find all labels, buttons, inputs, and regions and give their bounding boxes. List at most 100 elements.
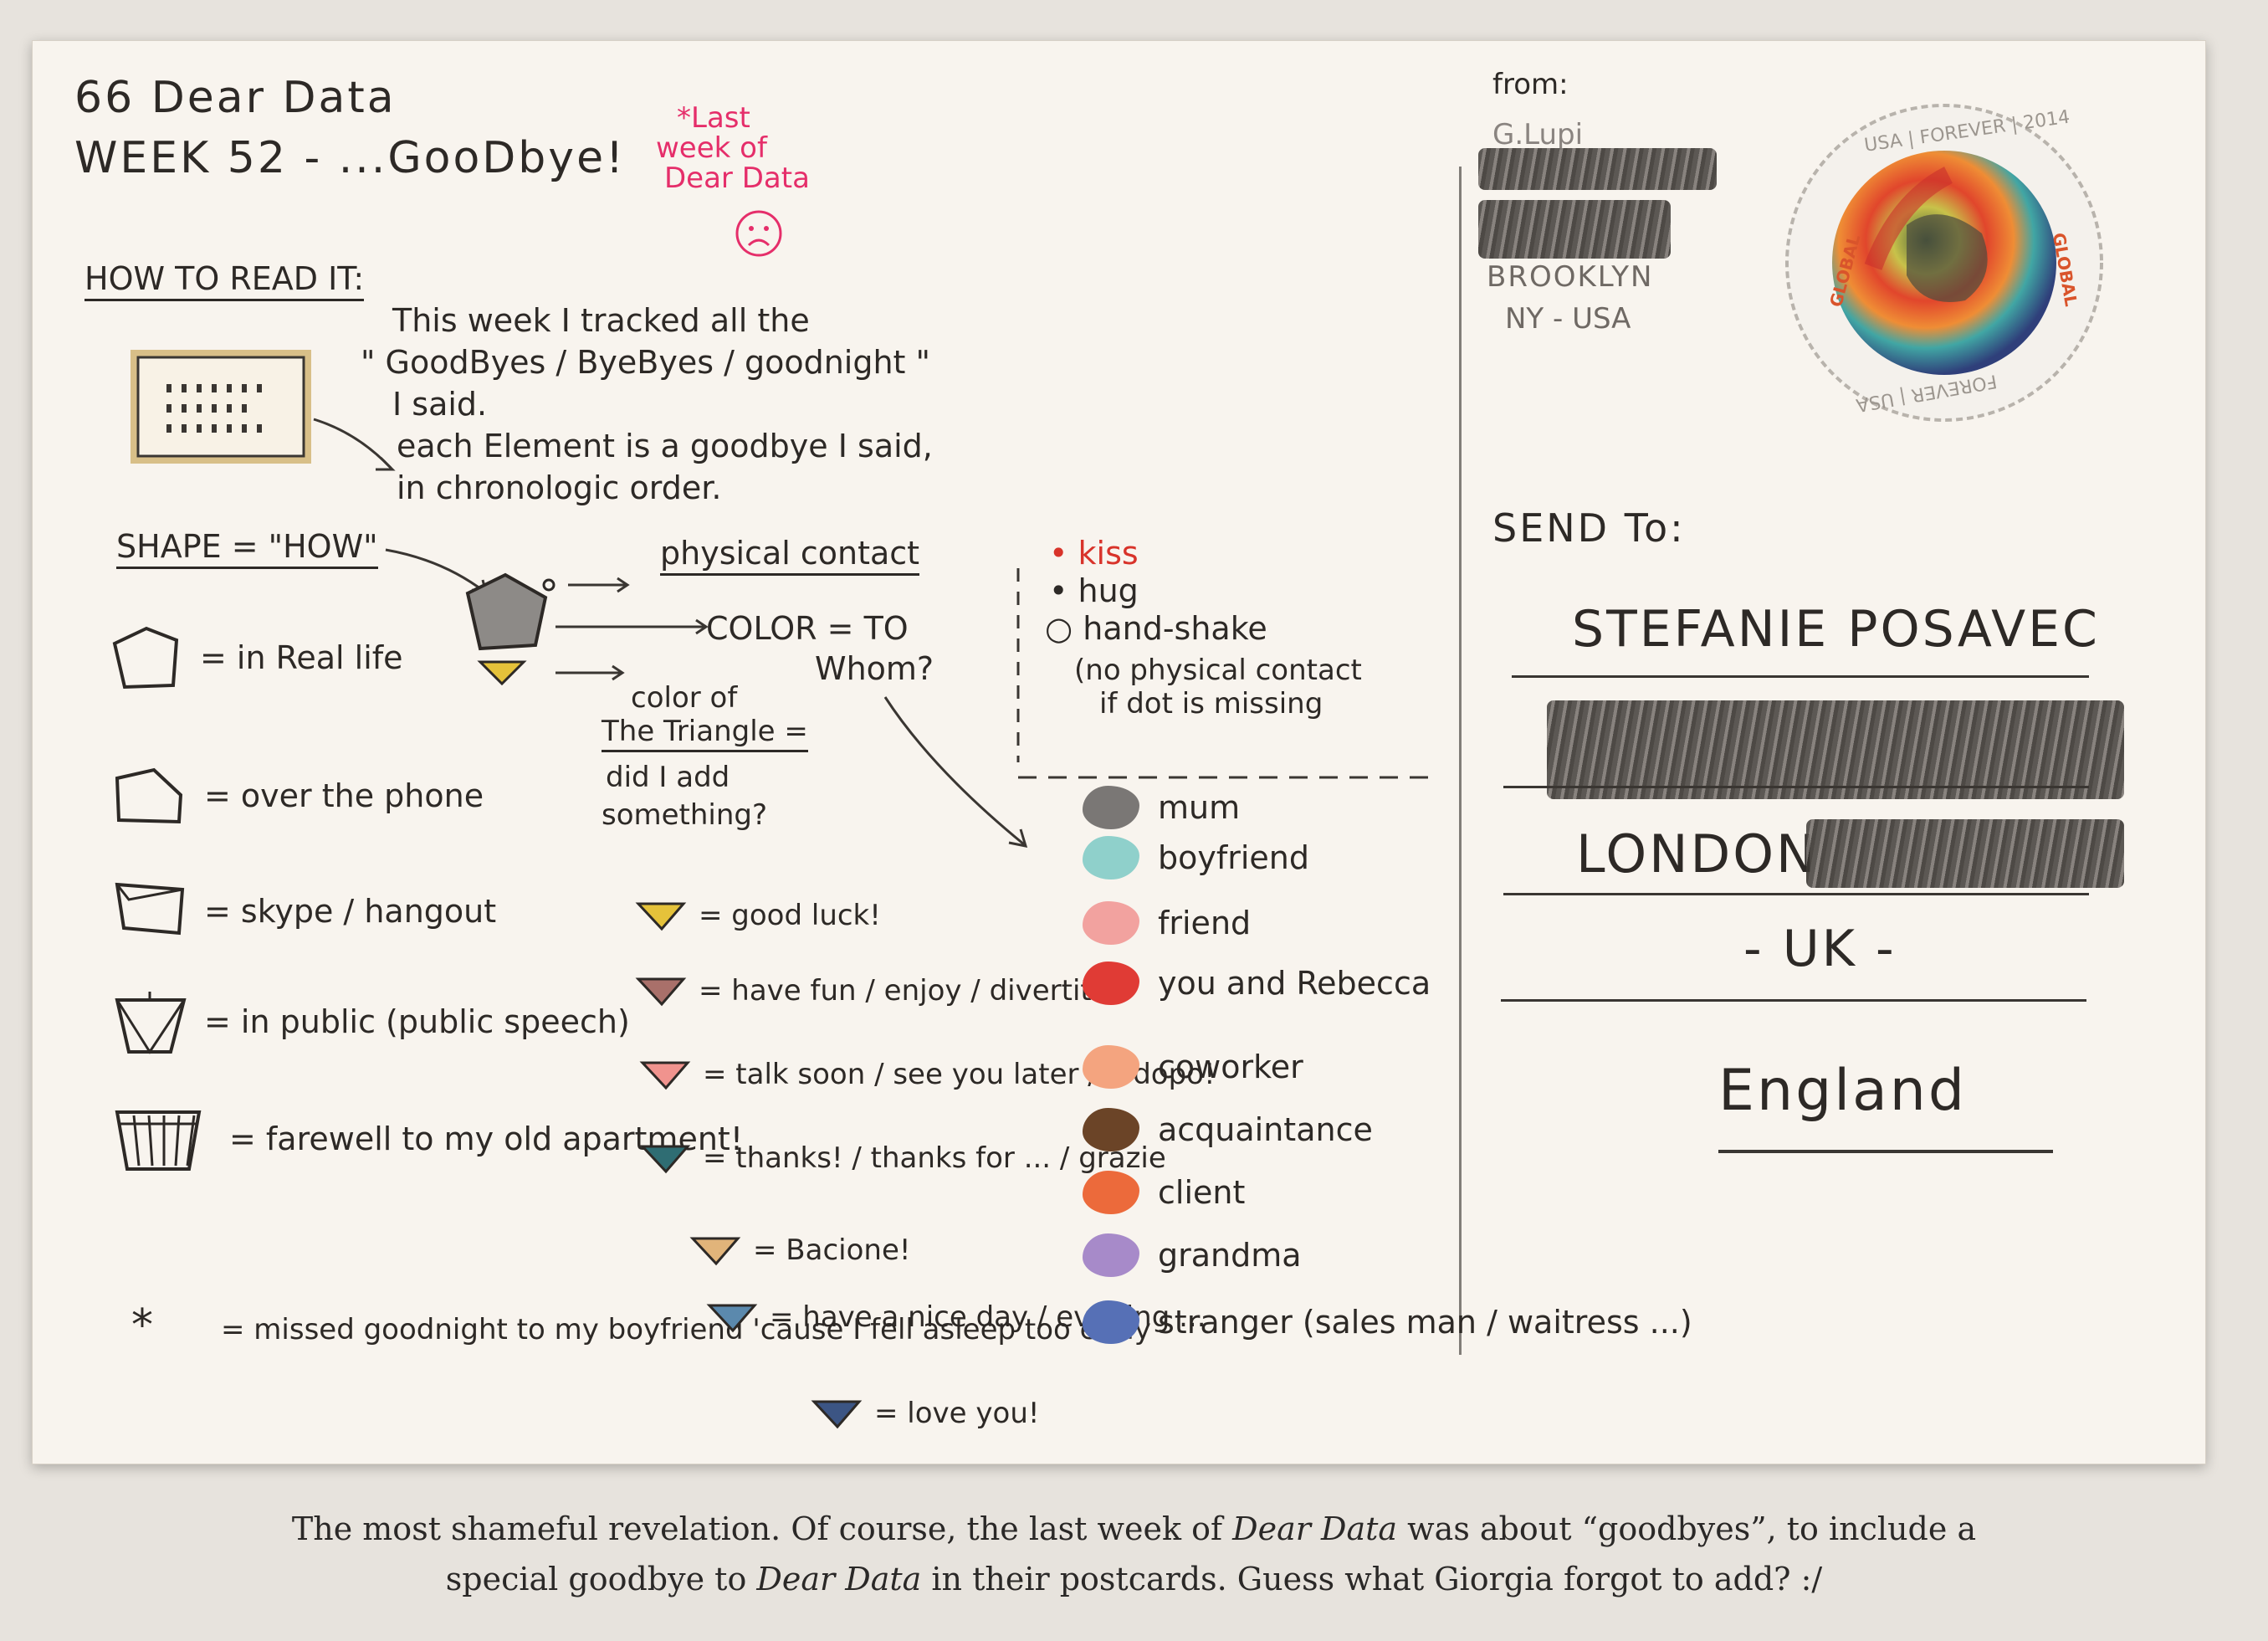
color-arrow-icon bbox=[883, 696, 1028, 848]
skype-shape-icon bbox=[115, 882, 185, 936]
triangle-swatch-icon bbox=[639, 1145, 691, 1174]
from-name: G.Lupi bbox=[1492, 118, 1584, 151]
triangle-legend-label: = have a nice day / evening ... bbox=[770, 1300, 1206, 1334]
caption-text-2c: in their postcards. Guess what Giorgia f… bbox=[921, 1561, 1823, 1597]
address-line-2 bbox=[1503, 786, 2089, 788]
caption-italic-1: Dear Data bbox=[1232, 1510, 1398, 1547]
address-line-3 bbox=[1503, 893, 2089, 895]
color-legend-label: acquaintance bbox=[1158, 1111, 1373, 1148]
sample-element-icon bbox=[465, 572, 555, 686]
missing-note-line-1: (no physical contact bbox=[1074, 654, 1362, 687]
triangle-legend-row: = have fun / enjoy / divertiti! bbox=[635, 974, 1111, 1008]
color-swatch bbox=[1083, 901, 1139, 945]
triangle-legend-row: = Bacione! bbox=[689, 1233, 911, 1267]
postcard-thumbnail-icon bbox=[131, 350, 396, 471]
how-to-read-title: HOW TO READ IT: bbox=[84, 260, 365, 301]
shape-label-public: = in public (public speech) bbox=[204, 1003, 630, 1040]
contact-handshake-label: hand-shake bbox=[1083, 610, 1267, 647]
redacted-recipient-postcode bbox=[1806, 819, 2124, 888]
send-to-label: SEND To: bbox=[1492, 505, 1686, 551]
triangle-legend-label: = good luck! bbox=[699, 899, 881, 932]
contact-handshake: ○ hand-shake bbox=[1045, 610, 1267, 647]
address-line-4 bbox=[1501, 999, 2086, 1002]
postcard-title: 66 Dear Data bbox=[74, 73, 397, 123]
triangle-legend-label: = Bacione! bbox=[753, 1233, 911, 1267]
element-line-1: each Element is a goodbye I said, bbox=[397, 428, 933, 464]
color-swatch bbox=[1083, 1171, 1139, 1214]
from-country: NY - USA bbox=[1505, 302, 1631, 336]
color-legend-label: stranger (sales man / waitress ...) bbox=[1158, 1304, 1692, 1341]
contact-kiss-label: kiss bbox=[1078, 535, 1139, 572]
redacted-sender-street bbox=[1478, 148, 1717, 190]
element-line-2: in chronologic order. bbox=[397, 469, 722, 506]
triangle-title-line-1: color of bbox=[631, 681, 738, 715]
color-label-line-1: COLOR = TO bbox=[706, 610, 909, 647]
caption-line-2: special goodbye to Dear Data in their po… bbox=[0, 1554, 2268, 1604]
triangle-title-line-2: The Triangle = bbox=[602, 715, 808, 752]
color-swatch bbox=[1083, 962, 1139, 1005]
caption-italic-2: Dear Data bbox=[756, 1561, 922, 1597]
triangle-swatch-icon bbox=[635, 902, 687, 931]
from-label: from: bbox=[1492, 68, 1569, 101]
intro-line-2: " GoodByes / ByeByes / goodnight " bbox=[361, 344, 930, 381]
postcard: 66 Dear Data WEEK 52 - ...GooDbye! *Last… bbox=[32, 40, 2206, 1464]
recipient-city: LONDON bbox=[1576, 823, 1818, 885]
caption-text-1c: was about “goodbyes”, to include a bbox=[1397, 1510, 1977, 1547]
intro-line-3: I said. bbox=[392, 386, 488, 423]
triangle-swatch-icon bbox=[689, 1237, 741, 1266]
color-swatch bbox=[1083, 1045, 1139, 1089]
color-legend-label: friend bbox=[1158, 905, 1252, 941]
from-city: BROOKLYN bbox=[1487, 260, 1654, 294]
recipient-region: England bbox=[1718, 1058, 1968, 1124]
triangle-legend-row: = thanks! / thanks for ... / grazie bbox=[639, 1141, 1166, 1175]
last-week-note-line-2: week of bbox=[656, 131, 767, 165]
shape-label-real-life: = in Real life bbox=[200, 639, 403, 676]
color-swatch bbox=[1083, 1300, 1139, 1344]
color-swatch bbox=[1083, 1108, 1139, 1151]
triangle-legend-row: = love you! bbox=[811, 1397, 1040, 1430]
asterisk-label: = missed goodnight to my boyfriend 'caus… bbox=[221, 1313, 1151, 1346]
triangle-title-line-4: something? bbox=[602, 798, 768, 832]
caption-text-1a: The most shameful revelation. Of course,… bbox=[291, 1510, 1233, 1547]
postcard-divider bbox=[1459, 167, 1462, 1355]
apartment-shape-icon bbox=[115, 1110, 202, 1171]
color-label-line-2: Whom? bbox=[815, 650, 934, 687]
intro-line-1: This week I tracked all the bbox=[392, 302, 810, 339]
recipient-name: STEFANIE POSAVEC bbox=[1572, 600, 2100, 659]
color-swatch bbox=[1083, 836, 1139, 879]
color-legend-label: client bbox=[1158, 1174, 1246, 1211]
contact-box-border bbox=[1016, 568, 1430, 779]
caption: The most shameful revelation. Of course,… bbox=[0, 1504, 2268, 1604]
region-underline bbox=[1718, 1150, 2053, 1153]
color-legend-label: grandma bbox=[1158, 1237, 1302, 1274]
sad-face-icon bbox=[735, 210, 782, 257]
missing-note-line-2: if dot is missing bbox=[1099, 687, 1323, 721]
redacted-sender-number bbox=[1478, 200, 1671, 259]
triangle-swatch-icon bbox=[635, 977, 687, 1007]
triangle-swatch-icon bbox=[639, 1061, 691, 1090]
contact-hug-label: hug bbox=[1078, 572, 1139, 609]
color-legend-label: mum bbox=[1158, 789, 1241, 826]
recipient-country: - UK - bbox=[1743, 920, 1897, 978]
color-swatch bbox=[1083, 786, 1139, 829]
shape-label-phone: = over the phone bbox=[204, 777, 484, 814]
connector-arrows-icon bbox=[555, 577, 709, 681]
asterisk-icon: * bbox=[131, 1300, 156, 1351]
triangle-legend-label: = thanks! / thanks for ... / grazie bbox=[703, 1141, 1166, 1175]
last-week-note-line-1: *Last bbox=[677, 101, 750, 135]
postage-stamp: USA | FOREVER | 2014 GLOBAL GLOBAL FOREV… bbox=[1785, 104, 2103, 422]
caption-text-2a: special goodbye to bbox=[445, 1561, 757, 1597]
color-legend-label: you and Rebecca bbox=[1158, 965, 1431, 1002]
physical-contact-title: physical contact bbox=[660, 535, 920, 576]
last-week-note-line-3: Dear Data bbox=[664, 162, 810, 195]
triangle-legend-label: = love you! bbox=[874, 1397, 1040, 1430]
color-legend-label: boyfriend bbox=[1158, 839, 1310, 876]
public-shape-icon bbox=[115, 992, 187, 1054]
triangle-swatch-icon bbox=[811, 1400, 863, 1429]
color-legend-label: coworker bbox=[1158, 1049, 1303, 1085]
phone-shape-icon bbox=[115, 767, 183, 824]
address-line-1 bbox=[1512, 675, 2089, 678]
color-swatch bbox=[1083, 1233, 1139, 1277]
triangle-legend-row: = good luck! bbox=[635, 899, 881, 932]
caption-line-1: The most shameful revelation. Of course,… bbox=[0, 1504, 2268, 1554]
